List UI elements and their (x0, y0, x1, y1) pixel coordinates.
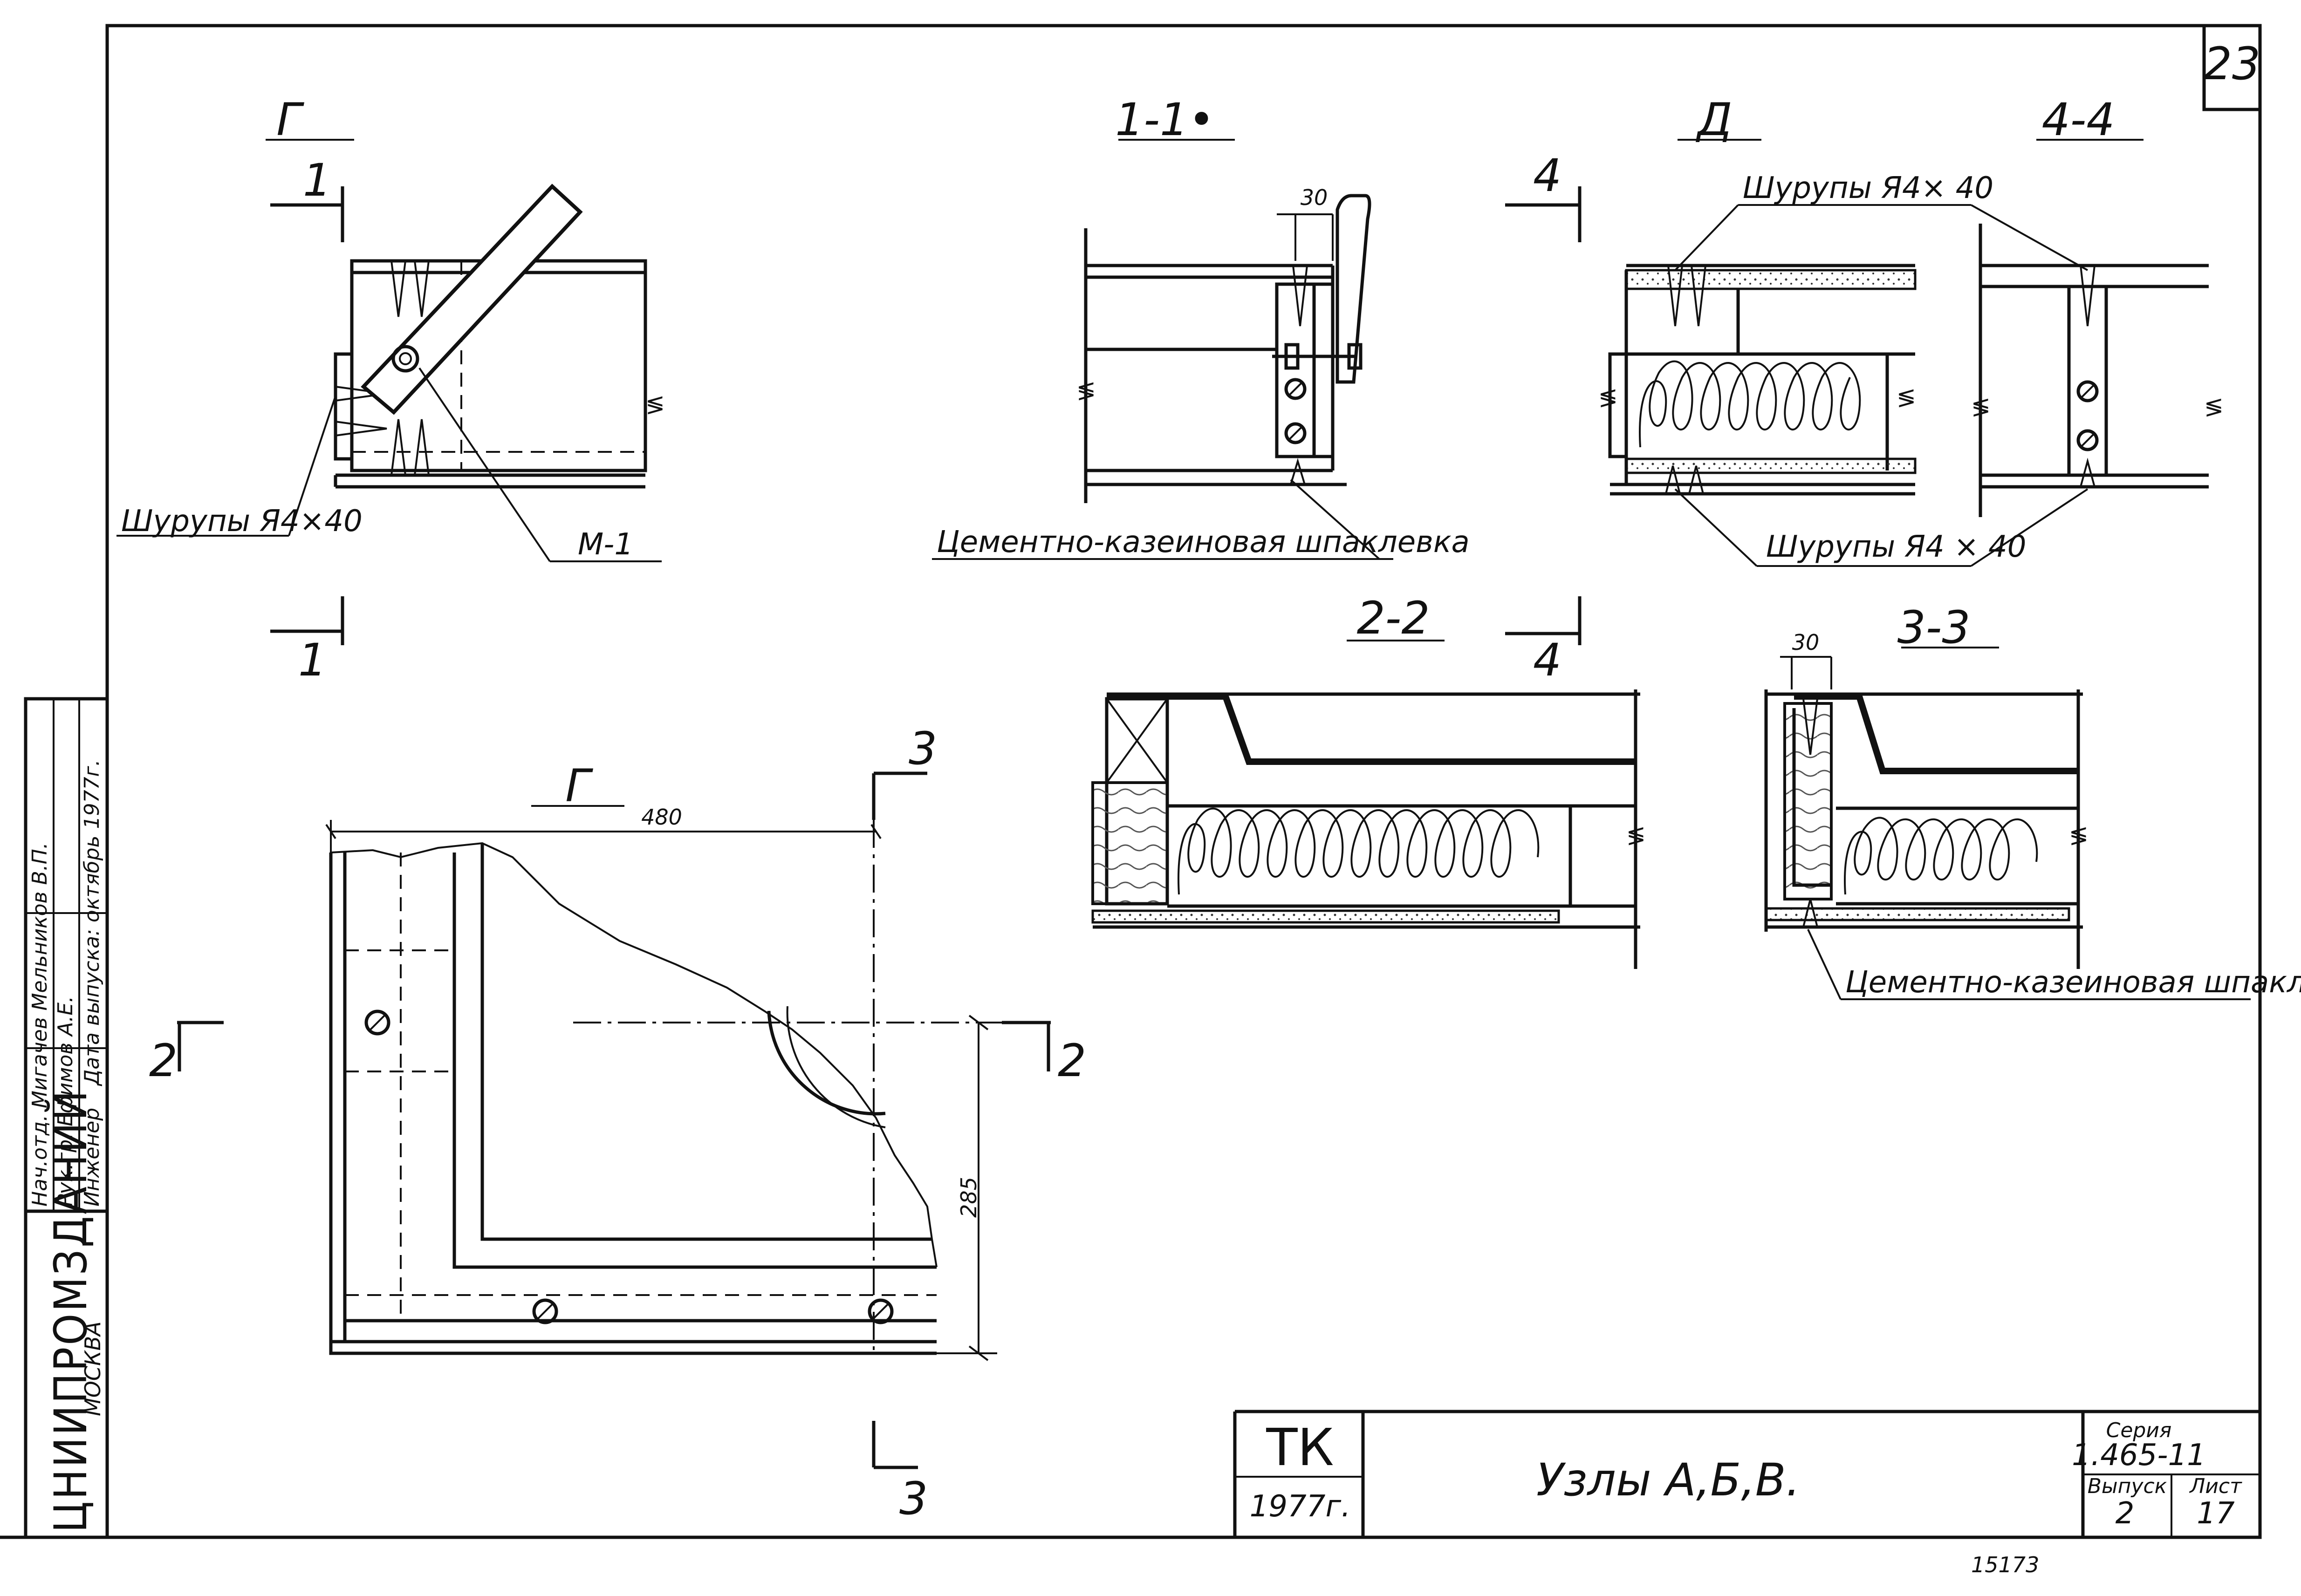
tk-brand: ТК (1266, 1418, 1334, 1477)
section-mark-4-top: 4 (1505, 150, 1582, 242)
screws-g-bottom (364, 1009, 894, 1324)
svg-text:2: 2 (1058, 1035, 1086, 1087)
dim-30-b: 30 (1792, 630, 1820, 655)
screws-d-leaders: Шурупы Я4× 40 Шурупы Я4 × 40 (1674, 171, 2089, 567)
section-4-4-title: 4-4 (2042, 94, 2115, 146)
section-mark-3-top: 3 (872, 723, 937, 820)
dim-285: 285 (956, 1177, 981, 1218)
inventory-number: 15173 (1971, 1552, 2039, 1577)
tk-year: 1977г. (1250, 1489, 1351, 1524)
screws-d-bottom-label: Шурупы Я4 × 40 (1766, 530, 2026, 564)
drawing-title: Узлы А,Б,В. (1536, 1454, 1800, 1506)
section-mark-2-right: 2 (1002, 1021, 1086, 1087)
sheet-number: 23 (2204, 38, 2260, 90)
putty-1-1-label: Цементно-казеиновая шпаклевка (937, 525, 1470, 559)
sheet-number-box (2202, 24, 2262, 111)
org-name: ЦНИИПРОМЗДАНИЙ (44, 1089, 97, 1533)
section-2-2: 2-2 4 ≶ (1091, 592, 1646, 969)
stamp-row1: Нач.отд. Мигачев Мельников В.П. (28, 842, 52, 1207)
svg-text:≶: ≶ (1971, 393, 1991, 420)
left-stamp: Нач.отд. Мигачев Мельников В.П. Рук.гр. … (24, 697, 109, 1537)
section-1-1-title: 1-1• (1115, 94, 1214, 146)
section-mark-1-top: 1 (270, 154, 344, 242)
section-1-1: 1-1• 30 ≶ Цементно-казеиновая шпаклевка (932, 94, 1470, 560)
dim-480: 480 (641, 805, 682, 830)
svg-text:1: 1 (303, 154, 331, 206)
svg-text:4: 4 (1533, 150, 1561, 202)
svg-text:≶: ≶ (1897, 384, 1916, 411)
section-4-4: 4-4 ≶ ≶ (1971, 94, 2224, 517)
dim-30-a: 30 (1301, 185, 1328, 210)
view-g-top: Г 1 ≶ (116, 94, 665, 686)
section-mark-4-bottom: 4 (1505, 596, 1582, 686)
title-block: ТК 1977г. Узлы А,Б,В. Серия 1.465-11 Вып… (1233, 1410, 2260, 1537)
issue-label: Выпуск (2088, 1474, 2167, 1498)
view-g-bottom-title: Г (565, 760, 593, 812)
stamp-issue-date: Дата выпуска: октябрь 1977г. (80, 759, 104, 1086)
screws-d-top-label: Шурупы Я4× 40 (1743, 171, 1993, 205)
view-g-bottom: Г 480 3 (149, 723, 1086, 1525)
org-city: МОСКВА (80, 1321, 105, 1416)
stamp-row2: Рук.гр. Ефимов А.Е. (54, 996, 77, 1207)
svg-text:≶: ≶ (645, 391, 665, 418)
section-mark-2-left: 2 (149, 1021, 224, 1087)
sheet-label: Лист (2189, 1474, 2242, 1498)
section-2-2-title: 2-2 (1357, 592, 1430, 644)
view-g-top-title: Г (276, 94, 304, 146)
lever-m1 (361, 184, 583, 415)
svg-text:≶: ≶ (1598, 384, 1618, 411)
svg-text:≶: ≶ (1076, 377, 1096, 404)
svg-text:3: 3 (909, 723, 937, 775)
section-3-3: 3-3 30 ≶ Цементно-казеиновая шпаклевка (1764, 601, 2301, 1000)
svg-text:≶: ≶ (2069, 822, 2089, 849)
series-value: 1.465-11 (2072, 1438, 2206, 1473)
svg-text:3: 3 (899, 1473, 928, 1525)
section-mark-1-bottom: 1 (270, 596, 344, 686)
view-d-title: Д (1696, 94, 1733, 146)
svg-text:4: 4 (1533, 634, 1561, 686)
svg-text:≶: ≶ (2204, 393, 2224, 420)
screws-g-label: Шурупы Я4×40 (121, 504, 363, 539)
section-mark-3-bottom: 3 (872, 1421, 928, 1525)
m1-label: М-1 (578, 527, 633, 562)
stamp-engineer: Инженер (80, 1108, 104, 1207)
sheet-value: 17 (2197, 1496, 2235, 1531)
svg-text:1: 1 (298, 634, 327, 686)
section-3-3-title: 3-3 (1897, 601, 1971, 654)
issue-value: 2 (2116, 1496, 2135, 1531)
putty-3-3-label: Цементно-казеиновая шпаклевка (1845, 965, 2301, 1000)
series-label: Серия (2106, 1419, 2172, 1442)
svg-text:≶: ≶ (1626, 822, 1646, 849)
svg-text:2: 2 (149, 1035, 178, 1087)
view-d: Д 4 ≶ ≶ (1505, 94, 1917, 496)
